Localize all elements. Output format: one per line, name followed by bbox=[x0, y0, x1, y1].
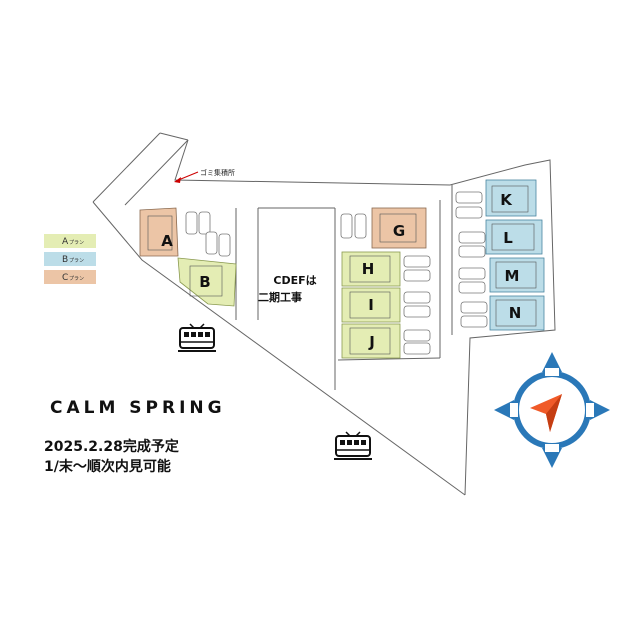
parking-spaces bbox=[185, 191, 488, 355]
lot-n[interactable]: N bbox=[489, 295, 545, 331]
legend-letter-a: A bbox=[62, 237, 69, 247]
phase-note-line2: 二期工事 bbox=[258, 290, 302, 304]
property-title: CALM SPRING bbox=[50, 398, 226, 418]
lot-label-m: M bbox=[505, 267, 520, 285]
lot-label-h: H bbox=[362, 260, 375, 278]
legend-letter-b: B bbox=[62, 255, 68, 265]
lot-l[interactable]: L bbox=[485, 219, 543, 255]
lot-m[interactable]: M bbox=[489, 257, 545, 293]
train-icon bbox=[178, 323, 216, 352]
lot-k[interactable]: K bbox=[485, 179, 537, 217]
legend-suffix-a: プラン bbox=[69, 240, 84, 246]
lot-label-i: I bbox=[368, 296, 374, 314]
lot-label-g: G bbox=[393, 222, 405, 240]
garbage-station-label: ゴミ集積所 bbox=[200, 168, 235, 177]
lot-g[interactable]: G bbox=[371, 207, 427, 249]
legend-letter-c: C bbox=[62, 273, 68, 283]
garbage-station-callout: ゴミ集積所 bbox=[174, 168, 235, 183]
train-icon bbox=[334, 431, 372, 460]
compass-icon bbox=[494, 352, 610, 468]
phase-note-line1: CDEFは bbox=[273, 274, 316, 287]
lot-j[interactable]: J bbox=[341, 323, 401, 359]
lot-b[interactable]: B bbox=[177, 257, 237, 307]
legend-item-a: A プラン bbox=[44, 234, 96, 248]
lot-label-l: L bbox=[503, 229, 513, 247]
viewing-info: 1/末～順次内見可能 bbox=[44, 459, 171, 475]
legend-suffix-c: プラン bbox=[69, 276, 84, 282]
completion-date: 2025.2.28完成予定 bbox=[44, 439, 179, 455]
lot-label-n: N bbox=[509, 304, 522, 322]
lot-label-a: A bbox=[161, 232, 173, 250]
legend-item-c: C プラン bbox=[44, 270, 96, 284]
plan-legend: A プラン B プラン C プラン bbox=[44, 234, 96, 284]
lot-label-j: J bbox=[368, 333, 375, 351]
lot-label-k: K bbox=[500, 191, 513, 209]
legend-item-b: B プラン bbox=[44, 252, 96, 266]
lot-label-b: B bbox=[199, 273, 210, 291]
legend-suffix-b: プラン bbox=[69, 258, 84, 264]
lot-i[interactable]: I bbox=[341, 287, 401, 323]
lot-h[interactable]: H bbox=[341, 251, 401, 287]
house-lots: A B G H I J K bbox=[139, 179, 545, 359]
lot-a[interactable]: A bbox=[139, 207, 179, 257]
